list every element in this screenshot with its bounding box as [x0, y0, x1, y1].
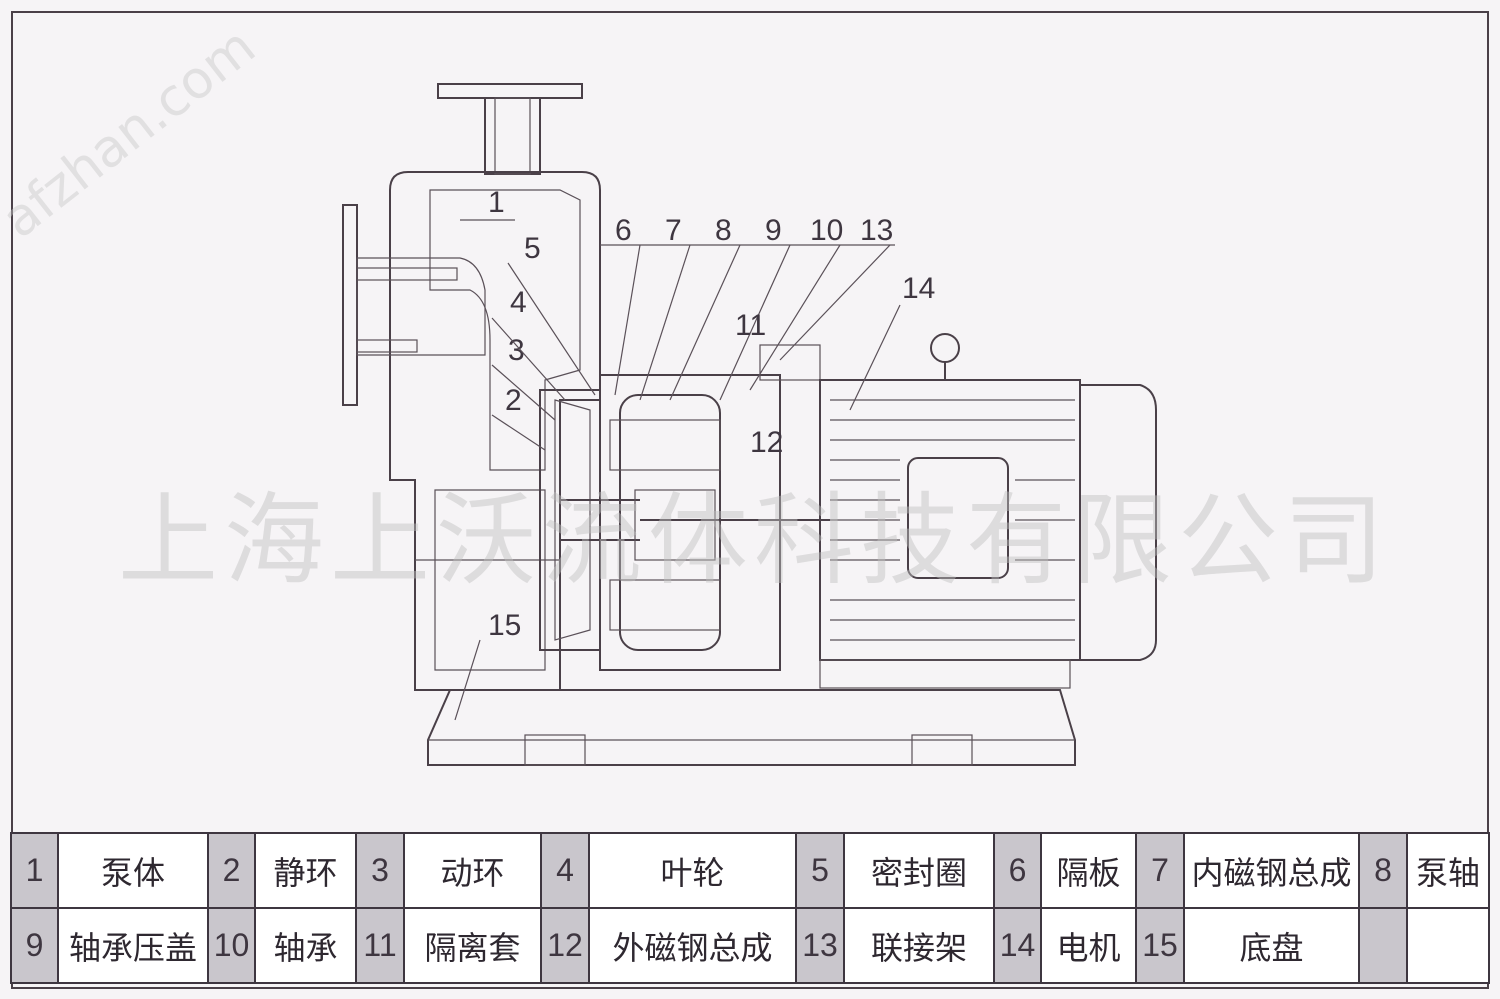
suction-inlet — [342, 204, 486, 406]
empty-cell — [1358, 907, 1408, 984]
part-name: 叶轮 — [588, 832, 797, 909]
callout-4: 4 — [510, 286, 527, 319]
company-watermark: 上海上沃流体科技有限公司 — [118, 482, 1390, 599]
part-number: 3 — [355, 832, 405, 909]
part-number: 6 — [993, 832, 1042, 909]
part-name: 动环 — [403, 832, 542, 909]
part-number: 9 — [10, 907, 59, 984]
callout-12: 12 — [750, 426, 783, 459]
part-name: 底盘 — [1183, 907, 1360, 984]
part-number: 15 — [1135, 907, 1185, 984]
part-name: 轴承压盖 — [57, 907, 209, 984]
part-number: 11 — [355, 907, 405, 984]
callout-labels: 1 2 3 4 5 6 7 8 9 10 13 11 12 14 15 — [454, 186, 935, 721]
part-number: 5 — [795, 832, 845, 909]
part-name: 泵轴 — [1406, 832, 1490, 909]
part-number: 7 — [1135, 832, 1185, 909]
part-number: 14 — [993, 907, 1042, 984]
part-name: 隔离套 — [403, 907, 542, 984]
callout-10: 10 — [810, 214, 843, 247]
part-number: 1 — [10, 832, 59, 909]
part-name: 隔板 — [1040, 832, 1137, 909]
callout-14: 14 — [902, 272, 935, 305]
base-plate — [427, 689, 1076, 766]
empty-cell — [1406, 907, 1490, 984]
part-name: 静环 — [254, 832, 357, 909]
magnetic-coupling-housing — [599, 344, 830, 671]
part-number: 13 — [795, 907, 845, 984]
pump-casing — [389, 171, 601, 691]
part-name: 轴承 — [254, 907, 357, 984]
part-name: 密封圈 — [843, 832, 995, 909]
motor — [819, 333, 1157, 689]
callout-1: 1 — [488, 186, 505, 219]
callout-3: 3 — [508, 334, 525, 367]
callout-5: 5 — [524, 232, 541, 265]
callout-11: 11 — [735, 309, 766, 342]
callout-7: 7 — [665, 214, 682, 247]
part-name: 联接架 — [843, 907, 995, 984]
part-number: 4 — [540, 832, 590, 909]
part-name: 外磁钢总成 — [588, 907, 797, 984]
part-name: 内磁钢总成 — [1183, 832, 1360, 909]
callout-2: 2 — [505, 384, 522, 417]
site-watermark: afzhan.com — [0, 17, 267, 251]
part-number: 12 — [540, 907, 590, 984]
part-name: 电机 — [1040, 907, 1137, 984]
part-number: 8 — [1358, 832, 1408, 909]
part-number: 10 — [207, 907, 256, 984]
part-name: 泵体 — [57, 832, 209, 909]
callout-9: 9 — [765, 214, 782, 247]
drawing-frame — [11, 11, 1489, 989]
part-number: 2 — [207, 832, 256, 909]
callout-6: 6 — [615, 214, 632, 247]
discharge-outlet — [437, 83, 583, 175]
callout-8: 8 — [715, 214, 732, 247]
callout-15: 15 — [488, 609, 521, 642]
callout-13: 13 — [860, 214, 893, 247]
